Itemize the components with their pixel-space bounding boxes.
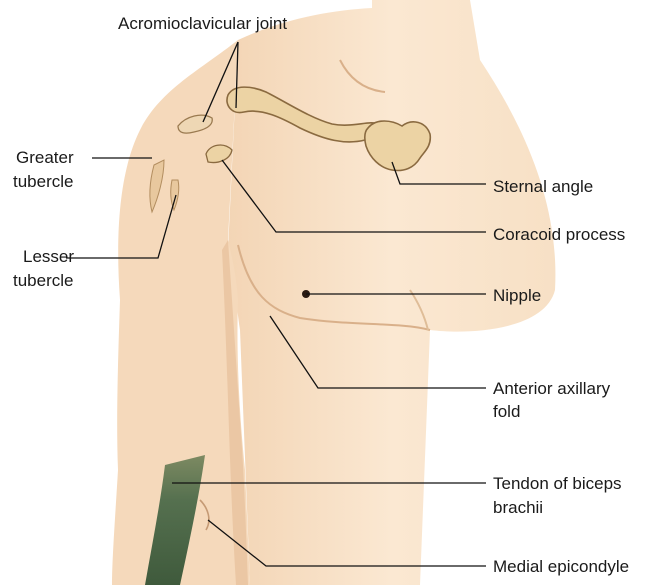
label-coracoid-process: Coracoid process xyxy=(493,224,625,245)
label-greater-tubercle-line2: tubercle xyxy=(13,171,73,192)
label-medial-epicondyle: Medial epicondyle xyxy=(493,556,629,577)
label-acromioclavicular-joint: Acromioclavicular joint xyxy=(118,13,287,34)
label-anterior-axillary-fold-line1: Anterior axillary xyxy=(493,378,610,399)
label-tendon-biceps-line1: Tendon of biceps xyxy=(493,473,622,494)
label-sternal-angle: Sternal angle xyxy=(493,176,593,197)
label-nipple: Nipple xyxy=(493,285,541,306)
label-tendon-biceps-line2: brachii xyxy=(493,497,543,518)
label-anterior-axillary-fold-line2: fold xyxy=(493,401,520,422)
label-lesser-tubercle-line1: Lesser xyxy=(23,246,74,267)
label-lesser-tubercle-line2: tubercle xyxy=(13,270,73,291)
label-greater-tubercle-line1: Greater xyxy=(16,147,74,168)
